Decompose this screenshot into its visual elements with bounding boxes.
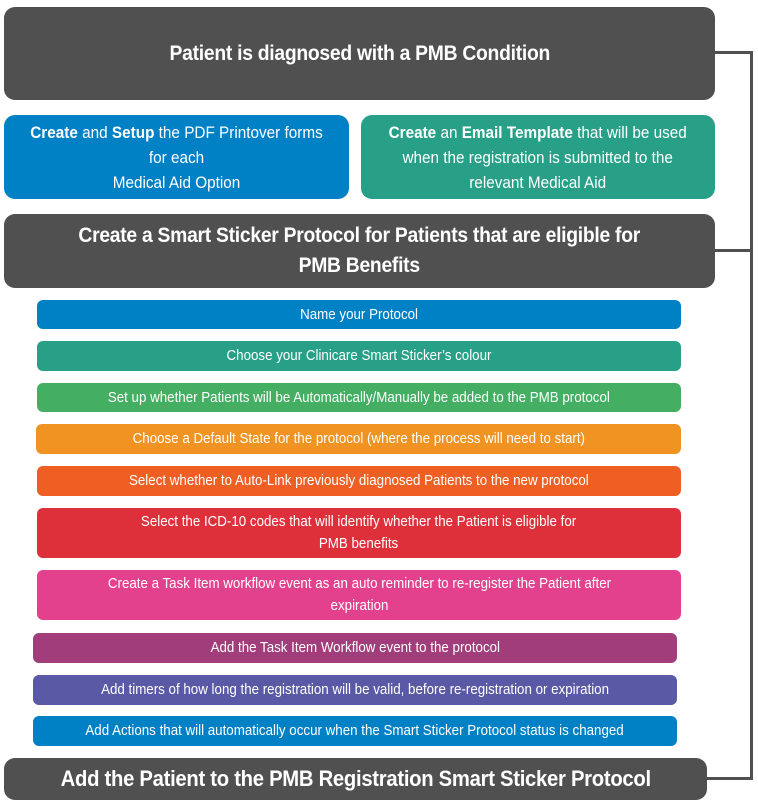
step-text-line: Choose a Default State for the protocol …: [132, 431, 585, 447]
connector-top: [715, 51, 753, 54]
step-text-line: expiration: [330, 598, 388, 614]
connector-middle: [715, 249, 750, 252]
step-4: Choose a Default State for the protocol …: [36, 424, 681, 454]
pdf-line1: Create and Setup the PDF Printover forms: [30, 122, 323, 142]
step-text-line: Select whether to Auto-Link previously d…: [129, 473, 589, 489]
step-text-line: Add Actions that will automatically occu…: [85, 723, 625, 739]
final-box: Add the Patient to the PMB Registration …: [4, 758, 707, 800]
step-1: Name your Protocol: [37, 300, 681, 329]
email-line2: when the registration is submitted to th…: [402, 147, 674, 167]
step-8: Add the Task Item Workflow event to the …: [33, 633, 677, 663]
email-template-card: Create an Email Template that will be us…: [361, 115, 715, 199]
step-7: Create a Task Item workflow event as an …: [37, 570, 681, 620]
step-text-line: Create a Task Item workflow event as an …: [107, 576, 611, 592]
step-text-line: Name your Protocol: [300, 306, 418, 323]
step-9: Add timers of how long the registration …: [33, 675, 677, 705]
pdf-line2: for each: [148, 147, 205, 167]
diagnosis-text: Patient is diagnosed with a PMB Conditio…: [169, 41, 550, 65]
connector-bottom: [707, 777, 753, 780]
step-6: Select the ICD-10 codes that will identi…: [37, 508, 681, 558]
email-line3: relevant Medical Aid: [469, 172, 607, 192]
protocol-line2: PMB Benefits: [298, 254, 421, 277]
final-text: Add the Patient to the PMB Registration …: [60, 766, 651, 791]
step-5: Select whether to Auto-Link previously d…: [37, 466, 681, 496]
step-2: Choose your Clinicare Smart Sticker’s co…: [37, 341, 681, 371]
protocol-line1: Create a Smart Sticker Protocol for Pati…: [78, 224, 641, 247]
step-text-line: Select the ICD-10 codes that will identi…: [141, 514, 577, 530]
protocol-box: Create a Smart Sticker Protocol for Pati…: [4, 214, 715, 288]
connector-vertical: [750, 51, 753, 780]
step-10: Add Actions that will automatically occu…: [33, 716, 677, 746]
email-line1: Create an Email Template that will be us…: [388, 122, 688, 142]
step-3: Set up whether Patients will be Automati…: [37, 383, 681, 412]
step-text-line: Add timers of how long the registration …: [101, 682, 609, 698]
step-text-line: Add the Task Item Workflow event to the …: [210, 640, 500, 656]
diagnosis-box: Patient is diagnosed with a PMB Conditio…: [4, 7, 715, 100]
step-text-line: Choose your Clinicare Smart Sticker’s co…: [226, 348, 492, 364]
pdf-printover-card: Create and Setup the PDF Printover forms…: [4, 115, 349, 199]
pdf-line3: Medical Aid Option: [112, 172, 241, 192]
step-text-line: PMB benefits: [319, 536, 399, 552]
step-text-line: Set up whether Patients will be Automati…: [107, 389, 611, 406]
